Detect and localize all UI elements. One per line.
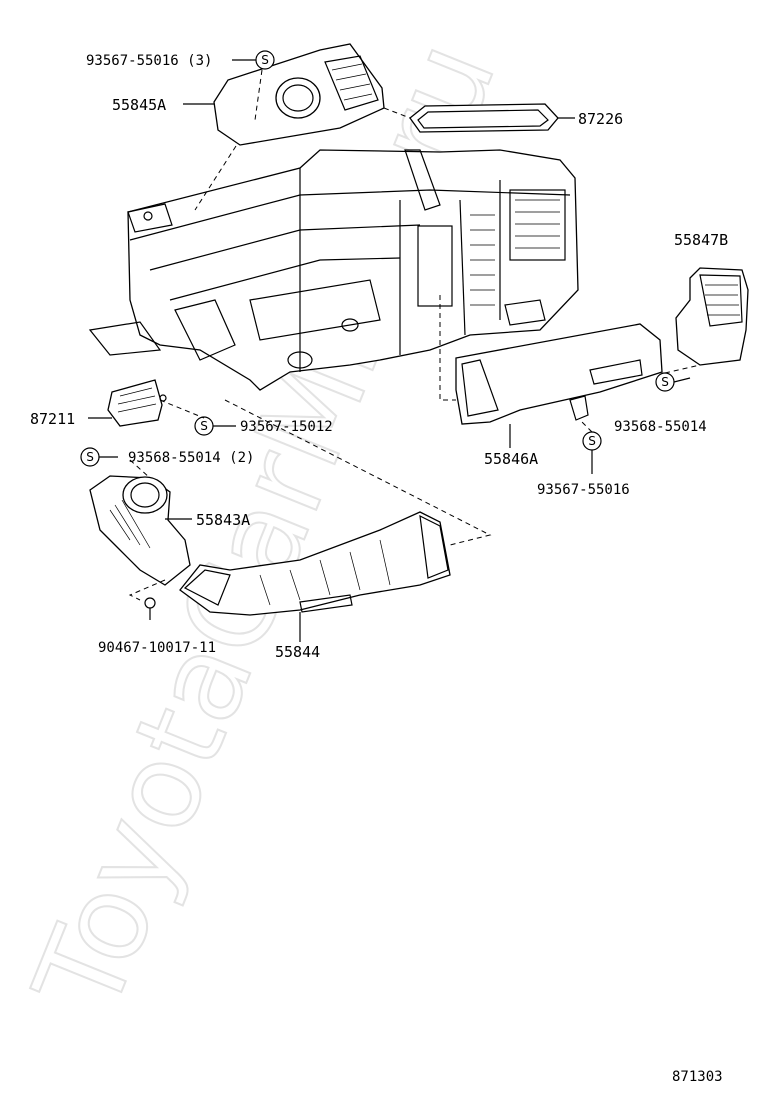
label-93568-55014: 93568-55014 (614, 419, 707, 435)
s-symbol-screw-1: S (255, 50, 275, 70)
label-93567-55016-3: 93567-55016 (3) (86, 53, 212, 69)
part-87226-illustration (409, 103, 559, 133)
diagram-code: 871303 (672, 1069, 723, 1085)
part-55846A-illustration (455, 323, 663, 425)
label-87226: 87226 (578, 110, 623, 128)
label-87211: 87211 (30, 410, 75, 428)
part-55844-illustration (179, 511, 451, 616)
s-symbol-screw-5: S (80, 447, 100, 467)
label-93567-55016: 93567-55016 (537, 482, 630, 498)
label-55844: 55844 (275, 643, 320, 661)
svg-text:S: S (588, 434, 596, 448)
part-87211-illustration (107, 379, 167, 427)
label-93568-55014-2: 93568-55014 (2) (128, 450, 254, 466)
s-symbol-screw-4: S (582, 431, 602, 451)
svg-text:S: S (661, 375, 669, 389)
part-55845A-illustration (213, 43, 385, 146)
label-90467-10017-11: 90467-10017-11 (98, 640, 216, 656)
svg-text:S: S (261, 53, 269, 67)
leader-lines (88, 59, 701, 642)
s-symbol-screw-3: S (655, 372, 675, 392)
label-55843A: 55843A (196, 511, 250, 529)
label-93567-15012: 93567-15012 (240, 419, 333, 435)
hvac-unit-illustration (88, 149, 579, 391)
s-symbol-screw-2: S (194, 416, 214, 436)
svg-text:S: S (200, 419, 208, 433)
part-90467-illustration (144, 597, 156, 620)
label-55847B: 55847B (674, 231, 728, 249)
label-55845A: 55845A (112, 96, 166, 114)
label-55846A: 55846A (484, 450, 538, 468)
svg-text:S: S (86, 450, 94, 464)
part-55843A-illustration (89, 475, 191, 586)
part-55847B-illustration (675, 267, 749, 366)
